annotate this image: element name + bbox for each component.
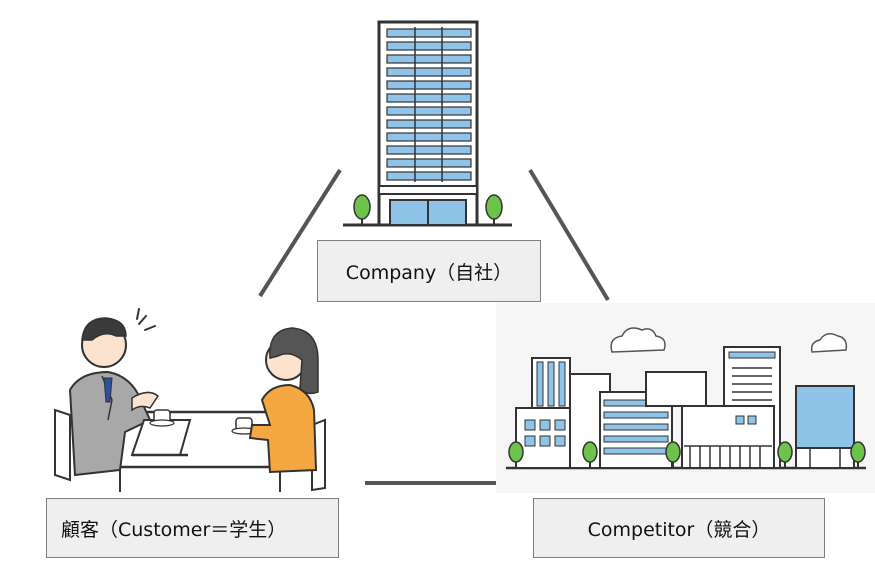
customer-meeting-illustration — [54, 308, 326, 492]
company-building-windows — [386, 28, 472, 181]
tree-icon — [777, 441, 793, 468]
cloud-icon — [810, 333, 848, 353]
tree-icon — [508, 441, 524, 468]
exclamation-marks — [136, 308, 156, 331]
woman-figure — [248, 327, 319, 474]
tree-icon — [485, 194, 503, 225]
cup-icon — [149, 409, 175, 427]
tree-icon — [582, 441, 598, 468]
connector-company-customer — [258, 168, 342, 298]
man-figure — [68, 317, 160, 477]
tree-icon — [353, 194, 371, 225]
customer-label-box: 顧客（Customer＝学生） — [46, 498, 339, 558]
competitor-label: Competitor（競合） — [587, 518, 771, 541]
tree-icon — [665, 441, 681, 468]
company-building-illustration — [343, 20, 512, 227]
company-label-box: Company（自社） — [317, 240, 541, 302]
connector-company-competitor — [528, 168, 610, 302]
competitor-label-box: Competitor（競合） — [533, 498, 825, 558]
cloud-icon — [610, 327, 666, 353]
laptop-icon — [130, 419, 192, 457]
connector-lines — [258, 168, 610, 485]
company-label: Company（自社） — [345, 261, 513, 284]
competitor-cityscape-illustration — [496, 303, 875, 493]
tree-icon — [850, 441, 866, 468]
cup-icon — [231, 417, 257, 435]
customer-label: 顧客（Customer＝学生） — [61, 518, 287, 541]
